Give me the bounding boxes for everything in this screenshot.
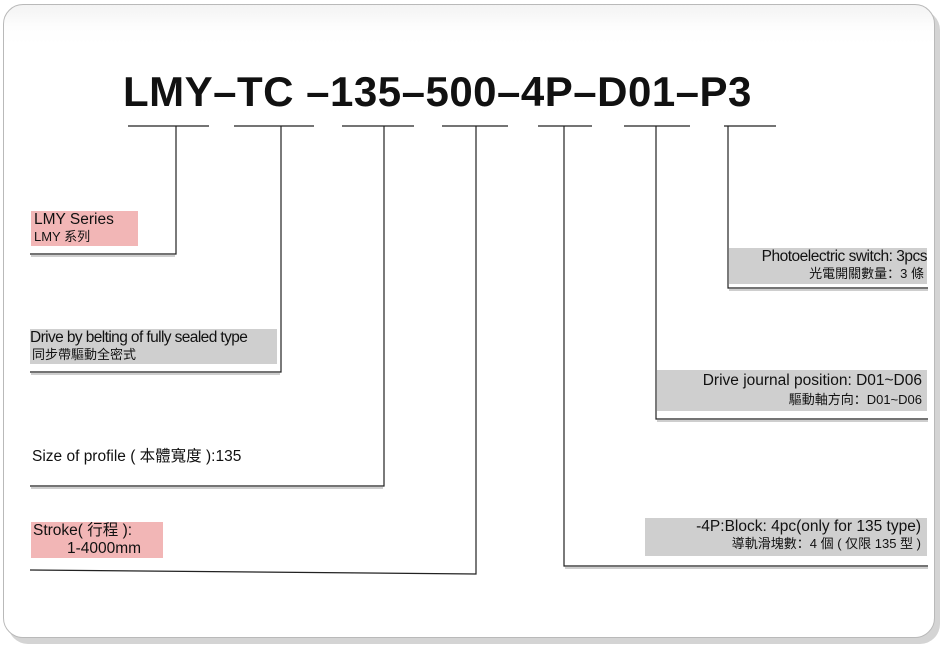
photo-en: Photoelectric switch: 3pcs <box>729 248 928 266</box>
stroke-en: Stroke( 行程 ): <box>31 522 163 540</box>
model-code: LMY–TC –135–500–4P–D01–P3 <box>123 68 752 115</box>
photo-zh: 光電開關數量：3 條 <box>729 266 927 284</box>
series-zh: LMY 系列 <box>31 229 138 246</box>
leader-profile <box>30 126 385 487</box>
profile-en: Size of profile ( 本體寬度 ):135 <box>32 448 242 465</box>
series-en: LMY Series <box>31 211 138 229</box>
label-profile: Size of profile ( 本體寬度 ):135 <box>32 448 241 466</box>
leader-journal <box>655 126 928 420</box>
label-series: LMY Series LMY 系列 <box>31 211 138 246</box>
leader-drive <box>30 126 282 373</box>
journal-en: Drive journal position: D01~D06 <box>657 370 927 392</box>
leader-block <box>563 126 928 567</box>
label-journal: Drive journal position: D01~D06 驅動軸方向：D0… <box>657 370 927 411</box>
stroke-zh: 1-4000mm <box>31 540 163 558</box>
drive-zh: 同步帶驅動全密式 <box>30 347 277 364</box>
label-drive: Drive by belting of fully sealed type 同步… <box>30 329 277 364</box>
journal-zh: 驅動軸方向：D01~D06 <box>657 392 927 411</box>
drive-en: Drive by belting of fully sealed type <box>30 329 277 347</box>
leader-series <box>30 126 177 255</box>
leader-stroke <box>29 126 477 575</box>
block-en: -4P:Block: 4pc(only for 135 type) <box>645 518 927 536</box>
label-block: -4P:Block: 4pc(only for 135 type) 導軌滑塊數：… <box>645 518 927 556</box>
label-stroke: Stroke( 行程 ): 1-4000mm <box>31 522 163 558</box>
label-photo: Photoelectric switch: 3pcs 光電開關數量：3 條 <box>729 248 928 284</box>
leader-photo <box>727 126 928 289</box>
block-zh: 導軌滑塊數：4 個 ( 仅限 135 型 ) <box>645 536 927 556</box>
